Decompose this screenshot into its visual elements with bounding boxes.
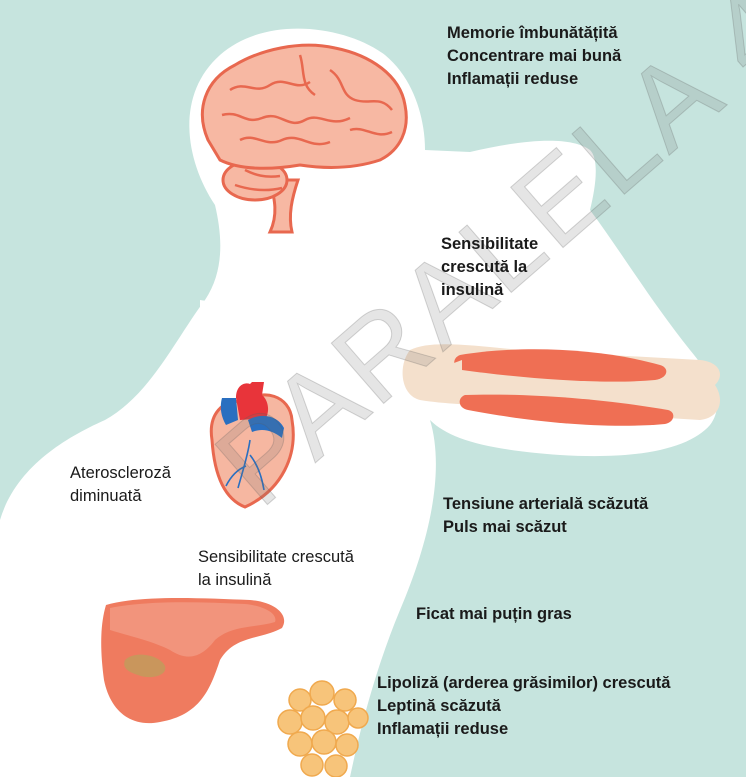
brain-benefit-2: Concentrare mai bună xyxy=(447,45,621,68)
heart-benefit-2: Puls mai scăzut xyxy=(443,516,648,539)
arm-benefits-label: Sensibilitate crescută la insulină xyxy=(441,233,538,302)
brain-benefit-3: Inflamații reduse xyxy=(447,68,621,91)
heart-right-label: Tensiune arterială scăzută Puls mai scăz… xyxy=(443,493,648,539)
heart-left-line-2: diminuată xyxy=(70,485,171,508)
liver-top-label: Sensibilitate crescută la insulină xyxy=(198,546,354,592)
fat-cell xyxy=(301,754,323,776)
fat-benefits-label: Lipoliză (arderea grăsimilor) crescută L… xyxy=(377,672,670,741)
fat-benefit-1: Lipoliză (arderea grăsimilor) crescută xyxy=(377,672,670,695)
fat-cell xyxy=(312,730,336,754)
fat-cell xyxy=(334,689,356,711)
heart-left-label: Ateroscleroză diminuată xyxy=(70,462,171,508)
fat-benefit-2: Leptină scăzută xyxy=(377,695,670,718)
fat-cell xyxy=(325,755,347,777)
liver-top-line-1: Sensibilitate crescută xyxy=(198,546,354,569)
arm-benefit-line-2: crescută la xyxy=(441,256,538,279)
liver-benefit-1: Ficat mai puțin gras xyxy=(416,603,572,626)
arm-benefit-line-3: insulină xyxy=(441,279,538,302)
fat-cell xyxy=(288,732,312,756)
brain-benefit-1: Memorie îmbunătățită xyxy=(447,22,621,45)
fat-cell xyxy=(348,708,368,728)
fat-cell xyxy=(278,710,302,734)
heart-left-line-1: Ateroscleroză xyxy=(70,462,171,485)
fat-benefit-3: Inflamații reduse xyxy=(377,718,670,741)
fat-cell xyxy=(301,706,325,730)
arm-benefit-line-1: Sensibilitate xyxy=(441,233,538,256)
liver-top-line-2: la insulină xyxy=(198,569,354,592)
fat-cell xyxy=(310,681,334,705)
fat-cell xyxy=(336,734,358,756)
brain-benefits-label: Memorie îmbunătățită Concentrare mai bun… xyxy=(447,22,621,91)
heart-benefit-1: Tensiune arterială scăzută xyxy=(443,493,648,516)
liver-right-label: Ficat mai puțin gras xyxy=(416,603,572,626)
